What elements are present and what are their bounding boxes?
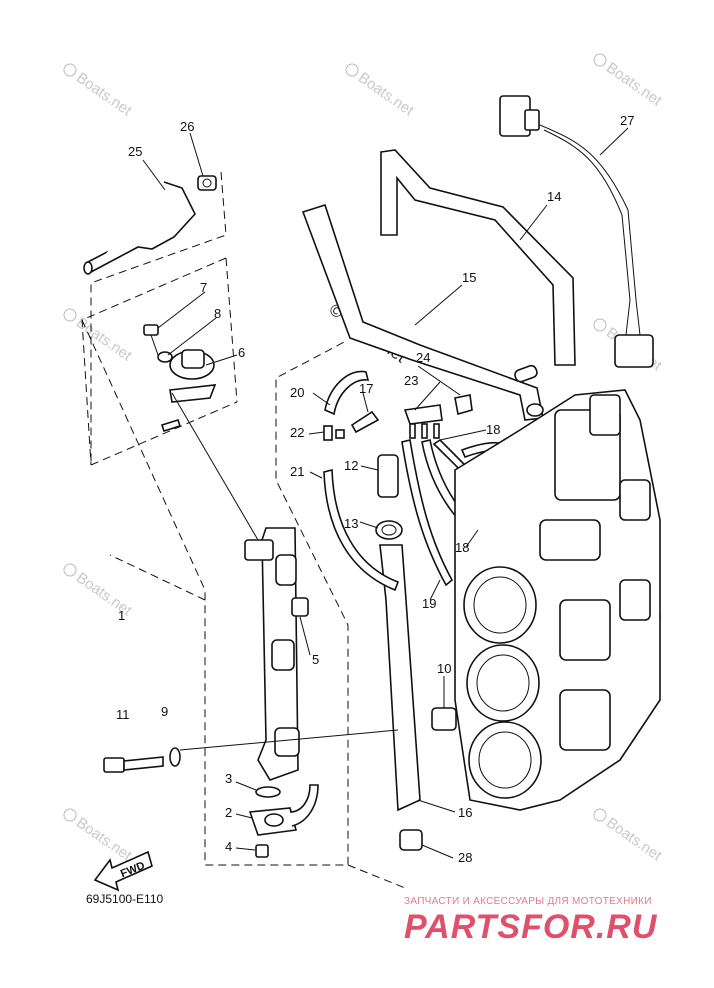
watermark: Boats.net: [63, 63, 135, 120]
washer-9: [169, 747, 181, 767]
callout-2: 2: [225, 805, 232, 820]
callout-11: 11: [116, 707, 130, 722]
part-20: [324, 370, 370, 416]
watermark: Boats.net: [593, 53, 665, 110]
part-24-clip: [454, 394, 473, 416]
part-23-tee: [403, 404, 443, 439]
callout-28: 28: [458, 850, 472, 865]
callout-20: 20: [290, 385, 304, 400]
hose-14: [380, 149, 576, 366]
part-17: [350, 410, 380, 434]
watermark: Boats.net: [63, 808, 135, 865]
callout-25: 25: [128, 144, 142, 159]
svg-text:Boats.net: Boats.net: [73, 69, 135, 120]
plug-4: [255, 844, 269, 858]
part-22: [323, 425, 345, 441]
callout-13: 13: [344, 516, 358, 531]
leader-lines: [142, 127, 629, 859]
hose-25: [83, 181, 196, 275]
callout-18b: 18: [455, 540, 469, 555]
callout-24: 24: [416, 350, 430, 365]
callout-8: 8: [214, 306, 221, 321]
hose-16: [379, 544, 421, 812]
svg-text:Boats.net: Boats.net: [73, 814, 135, 865]
callout-6: 6: [238, 345, 245, 360]
callout-5: 5: [312, 652, 319, 667]
pin: [160, 419, 182, 432]
callout-22: 22: [290, 425, 304, 440]
group-outlines: [81, 171, 406, 889]
callout-9: 9: [161, 704, 168, 719]
throttle-body-assembly: [454, 389, 661, 811]
watermark: Boats.net: [63, 308, 135, 365]
part-10: [431, 707, 457, 731]
callout-12: 12: [344, 458, 358, 473]
watermark: Boats.net: [593, 808, 665, 865]
brand-subtitle: ЗАПЧАСТИ И АКСЕССУАРЫ ДЛЯ МОТОТЕХНИКИ: [404, 896, 652, 907]
watermark: Boats.net: [345, 63, 417, 120]
part-12: [377, 454, 399, 498]
fuel-rail-1: [171, 392, 300, 781]
callout-4: 4: [225, 839, 232, 854]
svg-text:Boats.net: Boats.net: [73, 569, 135, 620]
clamp-13: [375, 520, 403, 540]
callout-10: 10: [437, 661, 451, 676]
callout-16: 16: [458, 805, 472, 820]
callout-23: 23: [404, 373, 418, 388]
clip-26: [197, 175, 217, 191]
callout-17: 17: [359, 381, 373, 396]
diagram-code: 69J5100-E110: [86, 892, 164, 906]
callout-1: 1: [118, 608, 125, 623]
hose-21: [323, 468, 400, 592]
bolt-11: [103, 756, 164, 773]
o-ring-3: [255, 786, 281, 798]
svg-text:Boats.net: Boats.net: [603, 814, 665, 865]
callout-15: 15: [462, 270, 476, 285]
callout-3: 3: [225, 771, 232, 786]
part-5: [291, 597, 309, 617]
callout-27: 27: [620, 113, 634, 128]
svg-text:Boats.net: Boats.net: [355, 69, 417, 120]
callout-14: 14: [547, 189, 561, 204]
callout-7: 7: [200, 280, 207, 295]
part-24-small-hose: [514, 364, 538, 383]
harness-27: [499, 95, 654, 368]
callouts: 1 2 3 4 5 6 7 8 9 10 11 12 13 14 15 16 1…: [116, 113, 634, 865]
part-6-fitting: [169, 349, 217, 403]
fitting-2: [248, 784, 319, 836]
callout-18a: 18: [486, 422, 500, 437]
callout-26: 26: [180, 119, 194, 134]
callout-19: 19: [422, 596, 436, 611]
brand-logo: PARTSFOR.RU: [404, 908, 658, 946]
clamp-28: [399, 829, 423, 851]
callout-21: 21: [290, 464, 304, 479]
screw-7: [143, 324, 159, 356]
svg-text:Boats.net: Boats.net: [603, 59, 665, 110]
